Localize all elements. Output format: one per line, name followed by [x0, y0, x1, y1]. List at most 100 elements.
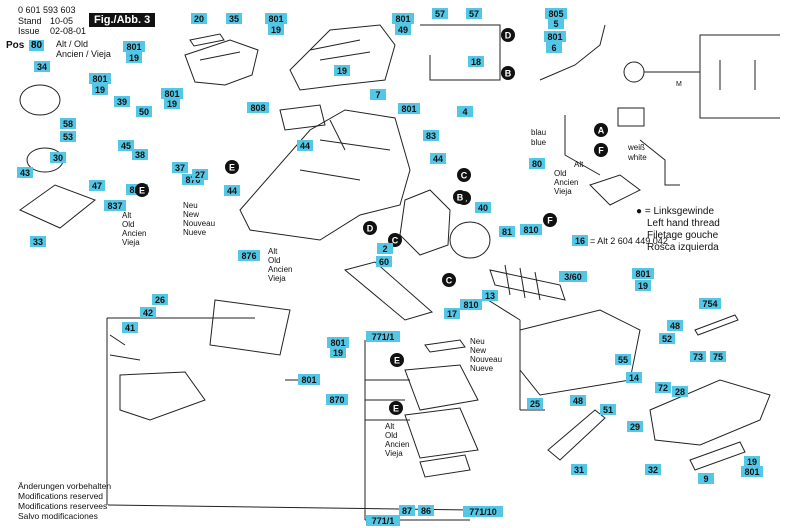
- callout-box: [17, 167, 33, 178]
- callout-box: [559, 271, 587, 282]
- callout-circle: [543, 213, 557, 227]
- callout-text: 38: [135, 150, 145, 160]
- callout-box: [192, 169, 208, 180]
- variant-line: Nouveau: [183, 219, 216, 228]
- callout-box: [544, 31, 566, 42]
- callout-text: 19: [333, 348, 343, 358]
- callout-text: E: [394, 356, 400, 366]
- callout-text: 801: [268, 14, 283, 24]
- callout-circle: [501, 66, 515, 80]
- callout-circle: [453, 190, 467, 204]
- pos-note-2: Ancien / Vieja: [56, 49, 111, 59]
- callout-text: 17: [447, 309, 457, 319]
- variant-alt-80: Alt Old Ancien Vieja: [554, 160, 583, 196]
- callout-text: 19: [747, 457, 757, 467]
- callout-box: [126, 52, 142, 63]
- callout-box: [457, 106, 473, 117]
- callout-text: 19: [95, 85, 105, 95]
- callout-box: [89, 73, 111, 84]
- callout-text: 876: [241, 251, 256, 261]
- callout-text: 75: [713, 352, 723, 362]
- callout-A: A: [594, 123, 608, 137]
- callout-text: 50: [139, 107, 149, 117]
- variant-line: Vieja: [268, 274, 286, 283]
- alt-16-note: = Alt 2 604 449 042: [590, 236, 668, 246]
- stand-value: 10-05: [50, 16, 74, 26]
- callout-39: 39: [114, 96, 130, 107]
- callout-810: 810: [520, 224, 542, 235]
- blade-bottom-drawing: [419, 454, 471, 478]
- callout-box: [298, 374, 320, 385]
- callout-text: 26: [155, 295, 165, 305]
- issue-line: Issue 02-08-01: [18, 26, 86, 36]
- callout-87: 87: [399, 505, 415, 516]
- callout-text: 801: [164, 89, 179, 99]
- callout-42: 42: [140, 307, 156, 318]
- wire-label-weiss: weiß: [628, 143, 645, 152]
- armature-drawing: [489, 264, 566, 301]
- callout-text: 33: [33, 237, 43, 247]
- variant-line: Old: [554, 169, 567, 178]
- callout-771-1: 771/1: [366, 331, 400, 342]
- callout-19: 19: [744, 456, 760, 467]
- parallel-guide-drawing: [420, 24, 501, 81]
- callout-box: [635, 280, 651, 291]
- callout-text: 73: [693, 352, 703, 362]
- callout-text: 7: [375, 90, 380, 100]
- callout-text: 19: [638, 281, 648, 291]
- variant-line: Alt: [385, 422, 395, 431]
- cutter-drum-drawing: [343, 261, 434, 321]
- callout-box: [172, 162, 188, 173]
- callout-text: 39: [117, 97, 127, 107]
- callout-text: 35: [229, 14, 239, 24]
- callout-text: 86: [421, 506, 431, 516]
- callout-20: 20: [191, 13, 207, 24]
- variant-line: Nueve: [470, 364, 494, 373]
- callout-circle: [389, 401, 403, 415]
- callout-box: [123, 41, 145, 52]
- callout-19: 19: [268, 24, 284, 35]
- callout-text: 48: [670, 321, 680, 331]
- wire-label-m: M: [676, 81, 682, 88]
- callout-text: D: [505, 31, 512, 41]
- callout-box: [34, 61, 50, 72]
- callout-34: 34: [34, 61, 50, 72]
- callout-box: [60, 131, 76, 142]
- issue-value: 02-08-01: [50, 26, 87, 36]
- callout-box: [297, 140, 313, 151]
- callout-text: 14: [629, 373, 639, 383]
- figure-label: Fig./Abb. 3: [89, 13, 156, 27]
- callout-801: 801: [327, 337, 349, 348]
- legend-text: Filetage gouche: [647, 230, 719, 241]
- callout-40: 40: [475, 202, 491, 213]
- callout-box: [247, 102, 269, 113]
- callout-text: 29: [630, 422, 640, 432]
- callout-circle: [457, 168, 471, 182]
- callout-29: 29: [627, 421, 643, 432]
- callout-box: [699, 298, 721, 309]
- footer: Änderungen vorbehalten Modifications res…: [18, 481, 111, 521]
- callout-box: [548, 18, 564, 29]
- callout-text: 2: [382, 244, 387, 254]
- callout-17: 17: [444, 308, 460, 319]
- variant-line: New: [183, 210, 200, 219]
- variant-line: Alt: [268, 247, 278, 256]
- callout-text: 808: [250, 103, 265, 113]
- callout-text: D: [367, 224, 374, 234]
- callout-circle: [390, 353, 404, 367]
- callout-33: 33: [30, 236, 46, 247]
- callout-box: [399, 505, 415, 516]
- callout-45: 45: [118, 140, 134, 151]
- part-drawings: [19, 24, 780, 521]
- callout-box: [632, 268, 654, 279]
- callout-text: 9: [703, 474, 708, 484]
- variant-line: Neu: [470, 337, 485, 346]
- callout-text: 16: [575, 236, 585, 246]
- variant-line: Vieja: [385, 449, 403, 458]
- callout-F: F: [543, 213, 557, 227]
- callout-57: 57: [432, 8, 448, 19]
- variant-new-870: Neu New Nouveau Nueve: [183, 201, 215, 237]
- callout-25: 25: [527, 398, 543, 409]
- variant-line: Ancien: [122, 229, 147, 238]
